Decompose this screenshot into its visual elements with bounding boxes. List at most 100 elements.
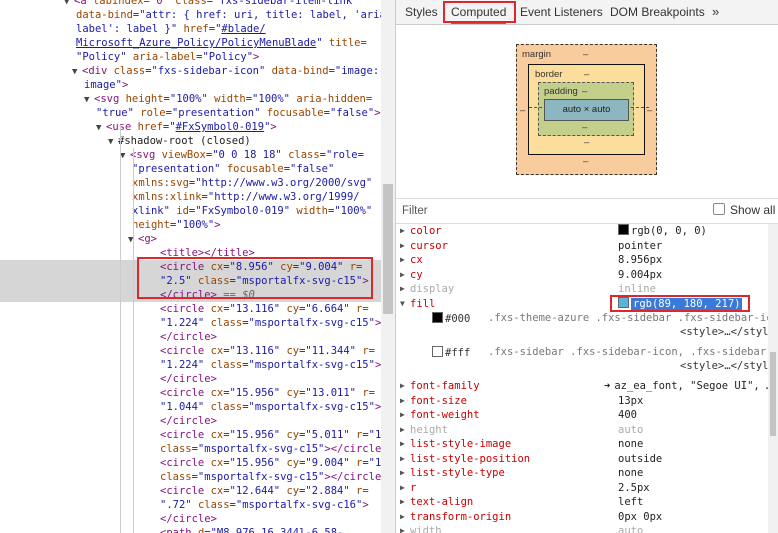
dom-tree-line[interactable]: <circle cx="12.644" cy="2.884" r= — [0, 484, 381, 498]
box-model-content[interactable]: auto × auto — [544, 99, 629, 121]
computed-property-row[interactable]: ▶font-family➜az_ea_font, "Segoe UI", … — [396, 379, 772, 394]
expand-triangle-icon[interactable]: ▼ — [84, 95, 90, 105]
dom-tree-line[interactable]: ".72" class="msportalfx-svg-c16"> — [0, 498, 381, 512]
color-swatch[interactable] — [432, 346, 443, 357]
dom-tree-line[interactable]: </circle> — [0, 330, 381, 344]
tab-dom-breakpoints[interactable]: DOM Breakpoints — [610, 5, 705, 19]
dom-tree-line[interactable]: label': label }" href="#blade/ — [0, 22, 381, 36]
expand-triangle-icon[interactable]: ▶ — [400, 410, 405, 419]
expand-triangle-icon[interactable]: ▶ — [400, 511, 405, 521]
expand-triangle-icon[interactable]: ▼ — [64, 0, 70, 7]
dom-tree-line[interactable]: "2.5" class="msportalfx-svg-c15"> — [0, 274, 381, 288]
trace-source-link[interactable]: <style>…</style> — [680, 325, 778, 338]
dom-tree-line[interactable]: ▼<svg height="100%" width="100%" aria-hi… — [0, 92, 381, 106]
margin-bottom-value[interactable]: – — [583, 156, 589, 167]
expand-triangle-icon[interactable]: ▼ — [108, 137, 114, 147]
expand-triangle-icon[interactable]: ▶ — [400, 453, 405, 463]
dom-tree-line[interactable]: class="msportalfx-svg-c15"></circle> — [0, 470, 388, 484]
expand-triangle-icon[interactable]: ▼ — [120, 151, 126, 161]
dom-tree-line[interactable]: Microsoft_Azure_Policy/PolicyMenuBlade" … — [0, 36, 381, 50]
expand-triangle-icon[interactable]: ▼ — [96, 123, 102, 133]
expand-triangle-icon[interactable]: ▶ — [400, 482, 405, 492]
dom-tree-line[interactable]: <path d="M8.976 16.344l-6.58- — [0, 526, 381, 533]
dom-tree-line[interactable]: ▼<div class="fxs-sidebar-icon" data-bind… — [0, 64, 381, 78]
dom-tree-line[interactable]: xlink" id="FxSymbol0-019" width="100%" — [0, 204, 381, 218]
tab-styles[interactable]: Styles — [405, 5, 438, 19]
color-swatch[interactable] — [618, 296, 629, 308]
dom-tree-line[interactable]: <circle cx="15.956" cy="13.011" r= — [0, 386, 381, 400]
dom-tree-line[interactable]: ▼<svg viewBox="0 0 18 18" class="role= — [0, 148, 381, 162]
expand-triangle-icon[interactable]: ▶ — [400, 269, 405, 279]
dom-tree-scrollbar-thumb[interactable] — [383, 184, 393, 314]
tab-computed[interactable]: Computed — [451, 0, 507, 24]
filter-input[interactable] — [402, 202, 642, 220]
tab-event-listeners[interactable]: Event Listeners — [520, 5, 603, 19]
expand-triangle-icon[interactable]: ▶ — [400, 381, 405, 390]
dom-tree-line[interactable]: "presentation" focusable="false" — [0, 162, 381, 176]
pane-divider[interactable] — [395, 0, 396, 533]
dom-tree-line[interactable]: </circle> — [0, 372, 381, 386]
dom-tree-line[interactable]: ▼<use href="#FxSymbol0-019"> — [0, 120, 381, 134]
dom-tree-line[interactable]: xmlns:svg="http://www.w3.org/2000/svg" — [0, 176, 381, 190]
expand-triangle-icon[interactable]: ▶ — [400, 424, 405, 434]
dom-tree-line[interactable]: data-bind="attr: { href: uri, title: lab… — [0, 8, 392, 22]
expand-triangle-icon[interactable]: ▼ — [128, 235, 134, 245]
elements-dom-tree[interactable]: ▼<a tabindex="0" class="fxs-sidebar-item… — [0, 0, 395, 533]
margin-top-value[interactable]: – — [583, 49, 589, 60]
dom-tree-line[interactable]: ▼#shadow-root (closed) — [0, 134, 381, 148]
dom-tree-line[interactable]: <circle cx="13.116" cy="6.664" r= — [0, 302, 381, 316]
dom-tree-line[interactable]: <circle cx="8.956" cy="9.004" r= — [0, 260, 381, 274]
computed-list-scrollbar-thumb[interactable] — [770, 352, 776, 436]
expand-triangle-icon[interactable]: ▶ — [400, 439, 405, 448]
expand-triangle-icon[interactable]: ▶ — [400, 395, 405, 405]
dom-tree-line[interactable]: height="100%"> — [0, 218, 381, 232]
dom-tree-line[interactable]: <circle cx="15.956" cy="5.011" r="1" — [0, 428, 388, 442]
color-swatch[interactable] — [432, 312, 443, 323]
expand-triangle-icon[interactable]: ▶ — [400, 226, 405, 235]
color-swatch[interactable] — [618, 224, 629, 235]
padding-top-value[interactable]: – — [582, 86, 588, 97]
trace-source-link[interactable]: <style>…</style> — [680, 359, 778, 372]
dom-tree-line[interactable]: "1.044" class="msportalfx-svg-c15"> — [0, 400, 381, 414]
dom-tree-line[interactable]: "true" role="presentation" focusable="fa… — [0, 106, 381, 120]
margin-left-value[interactable]: – — [520, 105, 526, 116]
dom-tree-line[interactable]: ▼<g> — [0, 232, 381, 246]
dom-tree-line[interactable]: "1.224" class="msportalfx-svg-c15"> — [0, 358, 381, 372]
expand-triangle-icon[interactable]: ▼ — [72, 67, 78, 77]
dom-link[interactable]: #FxSymbol0-019 — [175, 121, 265, 133]
dom-tree-line[interactable]: image"> — [0, 78, 381, 92]
dom-tree-line[interactable]: class="msportalfx-svg-c15"></circle> — [0, 442, 388, 456]
dom-link[interactable]: #blade/ — [221, 23, 266, 35]
expand-triangle-icon[interactable]: ▶ — [400, 284, 405, 293]
show-all-toggle[interactable]: Show all — [713, 203, 775, 217]
expand-triangle-icon[interactable]: ▶ — [400, 240, 405, 250]
dom-tree-line[interactable]: ▼<a tabindex="0" class="fxs-sidebar-item… — [0, 0, 381, 8]
dom-tree-line[interactable]: </circle> — [0, 512, 381, 526]
dom-tree-line[interactable]: <title></title> — [0, 246, 381, 260]
goto-source-arrow-icon[interactable]: ➜ — [604, 380, 611, 392]
padding-bottom-value[interactable]: – — [582, 122, 588, 133]
more-tabs-chevron-icon[interactable]: » — [712, 4, 720, 19]
dom-tree-line[interactable]: "1.224" class="msportalfx-svg-c15"> — [0, 316, 381, 330]
margin-right-value[interactable]: – — [647, 105, 653, 116]
expand-triangle-icon[interactable]: ▶ — [400, 255, 405, 264]
show-all-checkbox[interactable] — [713, 203, 725, 215]
border-bottom-value[interactable]: – — [584, 137, 590, 148]
property-trace[interactable]: #000.fxs-theme-azure .fxs-sidebar .fxs-s… — [432, 312, 778, 325]
expand-triangle-icon[interactable]: ▼ — [400, 298, 405, 308]
dom-tree-line[interactable]: xmlns:xlink="http://www.w3.org/1999/ — [0, 190, 381, 204]
